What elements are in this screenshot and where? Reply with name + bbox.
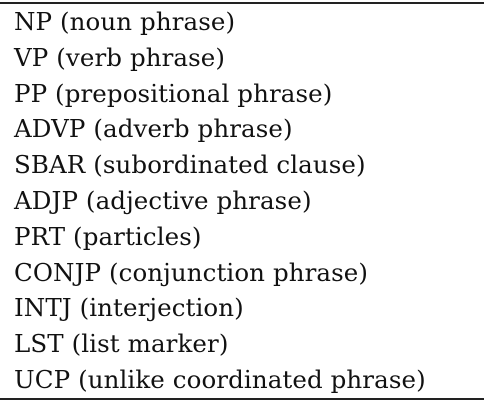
table-row: UCP (unlike coordinated phrase) [14, 364, 426, 394]
table-row: SBAR (subordinated clause) [14, 150, 366, 180]
table-top-rule [0, 2, 484, 4]
table-row: CONJP (conjunction phrase) [14, 257, 369, 287]
table-row: LST (list marker) [14, 329, 229, 359]
table-row: VP (verb phrase) [14, 42, 226, 72]
table-row: INTJ (interjection) [14, 293, 244, 323]
table-row: PP (prepositional phrase) [14, 78, 333, 108]
table-row: PRT (particles) [14, 221, 202, 251]
phrase-type-list: NP (noun phrase) VP (verb phrase) PP (pr… [14, 4, 426, 398]
table-row: ADVP (adverb phrase) [14, 114, 293, 144]
table-row: ADJP (adjective phrase) [14, 185, 312, 215]
table-row: NP (noun phrase) [14, 7, 236, 36]
table-bottom-rule [0, 398, 484, 400]
